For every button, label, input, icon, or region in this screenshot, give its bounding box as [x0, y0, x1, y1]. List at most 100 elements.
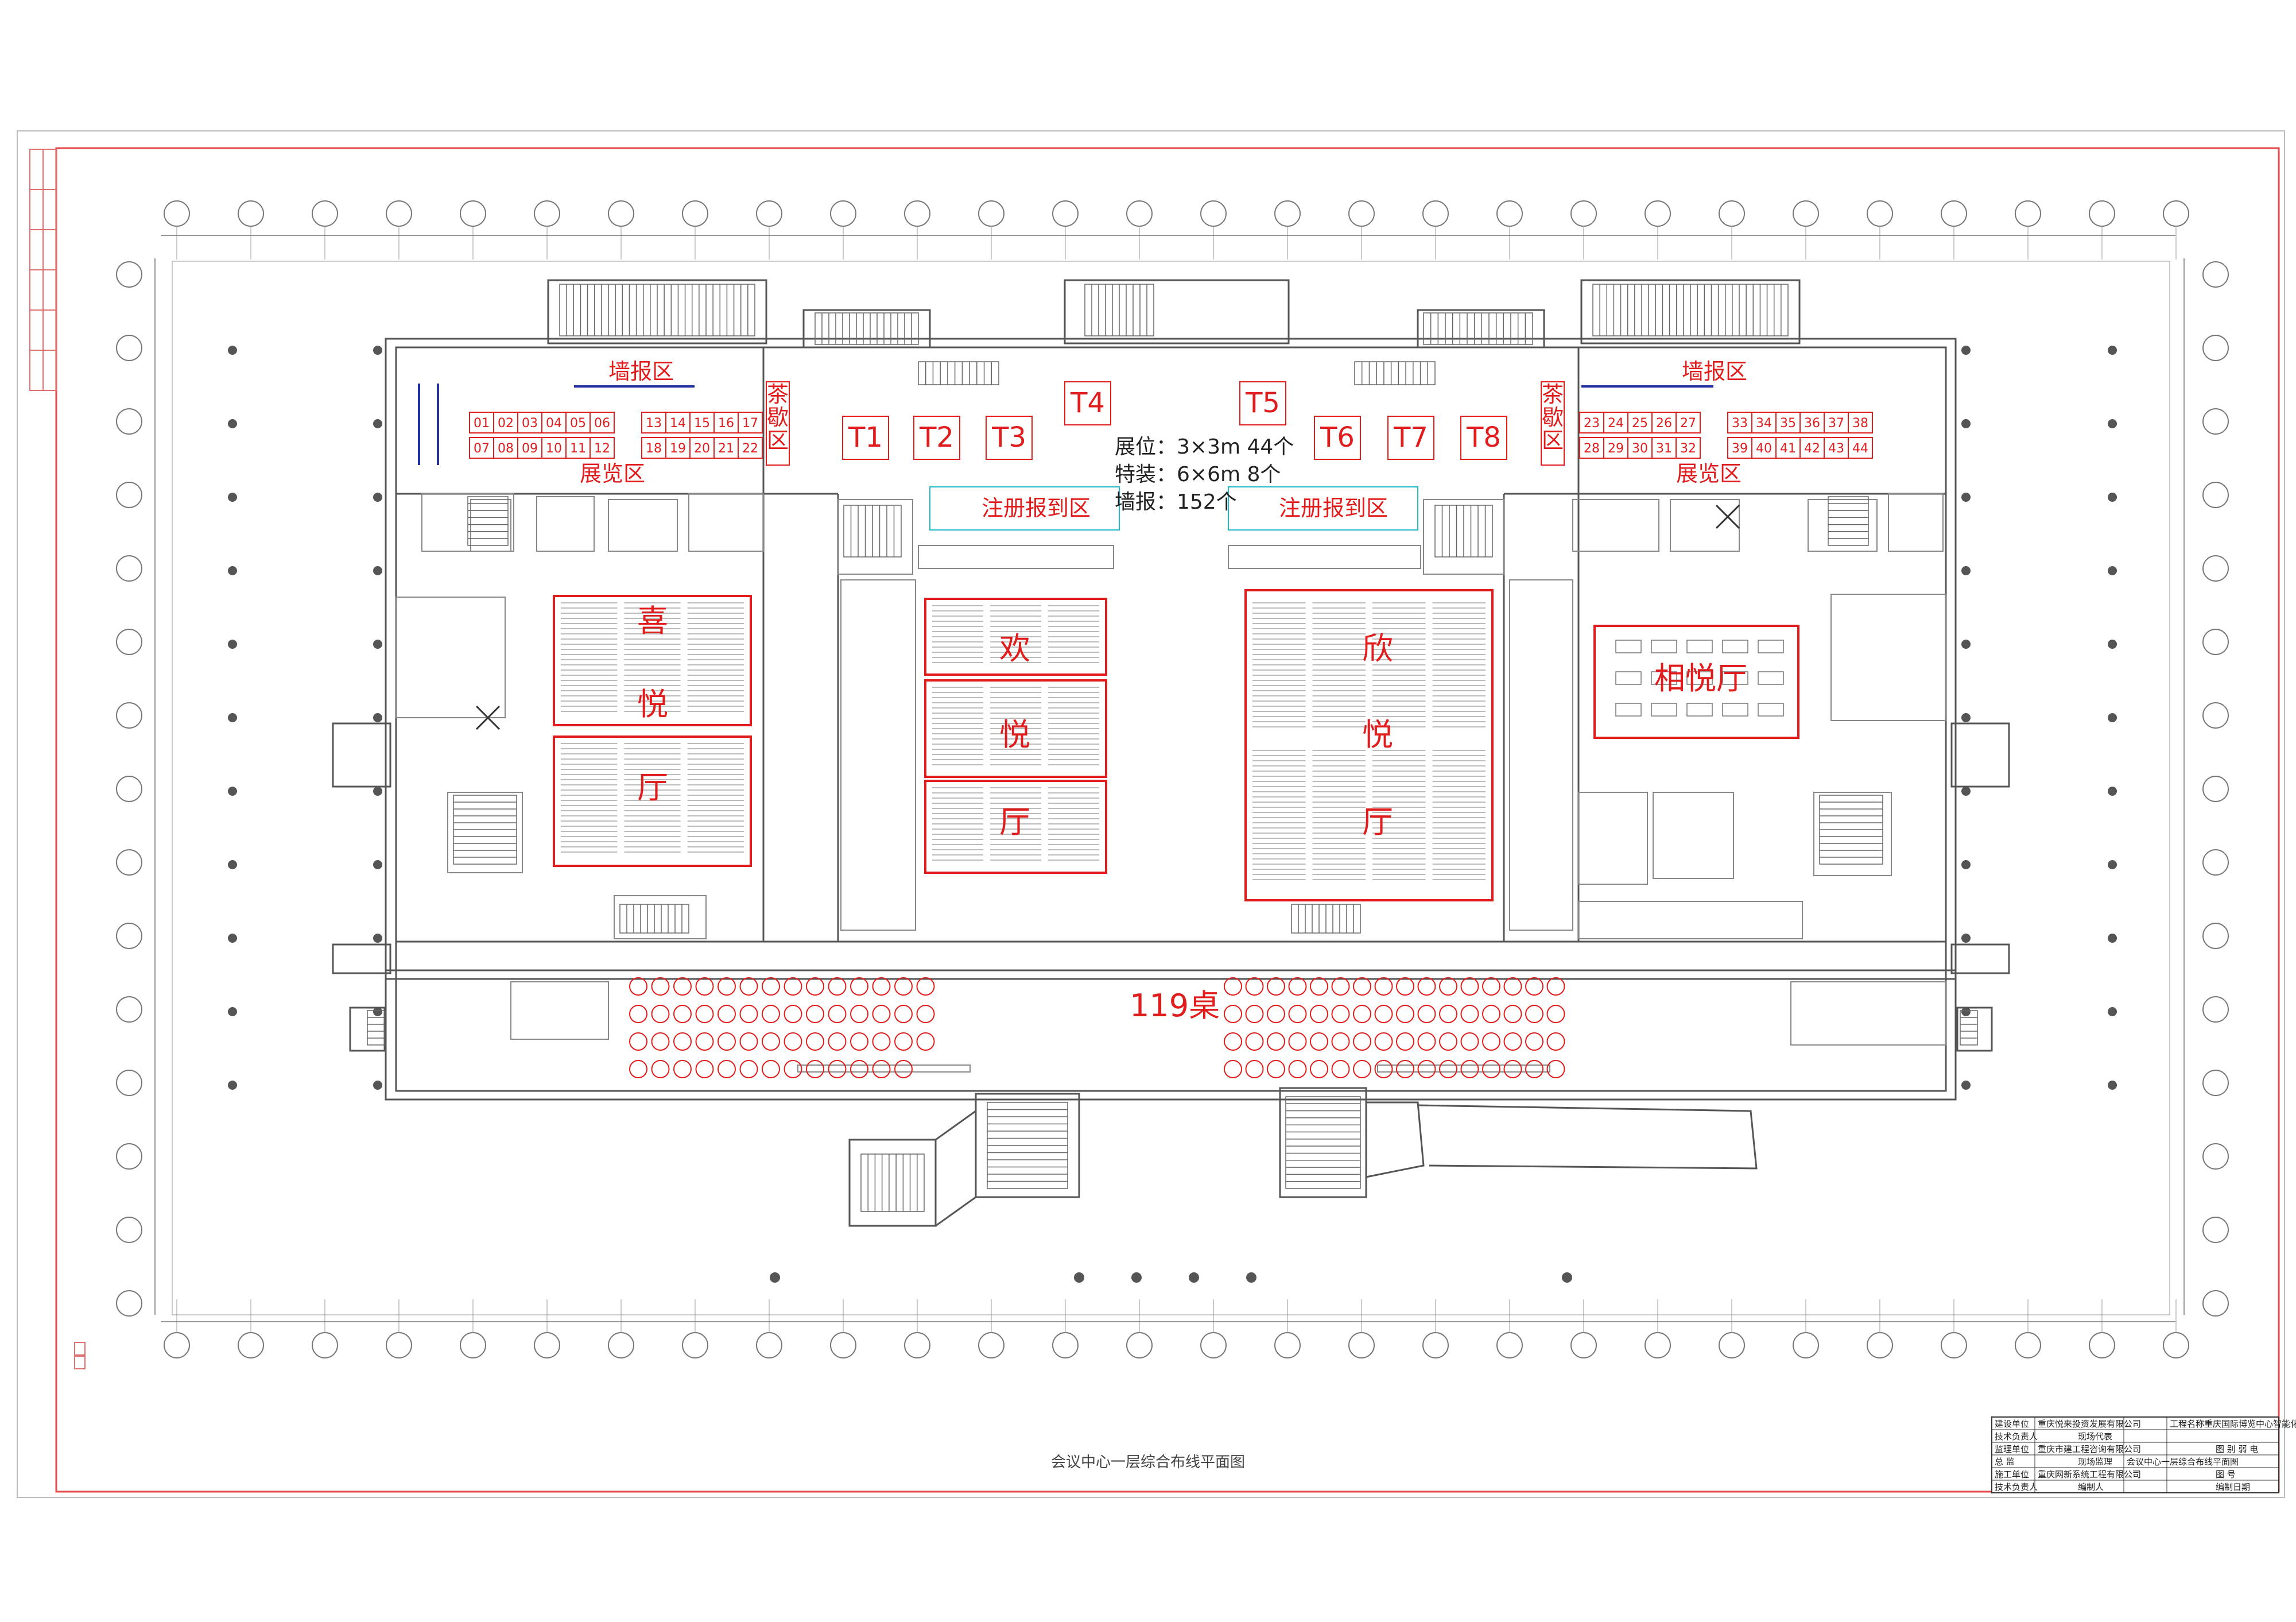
binding-margin — [29, 149, 86, 1369]
column — [2108, 640, 2117, 649]
grid-bubble — [534, 1332, 560, 1358]
stair-box — [1354, 361, 1436, 385]
banquet-table — [806, 1032, 824, 1051]
grid-bubble — [830, 200, 856, 227]
meeting-table — [1686, 671, 1713, 685]
banquet-table — [850, 1060, 868, 1078]
booth — [1676, 412, 1701, 433]
tea-break-box-left — [766, 381, 790, 466]
booth-number: 35 — [1780, 416, 1796, 431]
booth-number: 31 — [1656, 442, 1672, 456]
banquet-table — [1503, 1005, 1522, 1023]
grid-bubble — [1719, 1332, 1745, 1358]
booth-number: 33 — [1732, 416, 1748, 431]
booth-number: 30 — [1632, 442, 1648, 456]
wall-board-label-left: 墙报区 — [608, 359, 674, 384]
banquet-table — [718, 1032, 736, 1051]
hall-huan-1 — [924, 598, 1107, 676]
x-markers — [475, 504, 1740, 730]
tea-break-box-right — [1541, 381, 1565, 466]
structural-columns — [228, 346, 2117, 1283]
halls — [553, 589, 1799, 901]
hall-huan-char-3: 厅 — [999, 804, 1030, 840]
grid-bubble — [830, 1332, 856, 1358]
interior-rooms — [395, 493, 1946, 1073]
tb-r4-c2: 现场监理 — [2078, 1457, 2112, 1467]
booth-number: 41 — [1780, 442, 1796, 456]
stairwells — [367, 284, 1978, 1212]
banquet-table — [1460, 977, 1479, 996]
banquet-table — [1331, 1005, 1350, 1023]
column — [2108, 787, 2117, 796]
grid-axis-top — [164, 200, 2189, 260]
exhibit-label-left: 展览区 — [580, 461, 645, 486]
column — [1961, 566, 1971, 575]
meeting-table — [1758, 703, 1784, 717]
tb-r2-c2: 现场代表 — [2078, 1431, 2112, 1442]
booth-number: 20 — [694, 442, 710, 456]
banquet-table — [828, 1032, 847, 1051]
grid-bubble — [116, 261, 142, 288]
booth-number: 07 — [474, 442, 490, 456]
banquet-table — [872, 1032, 891, 1051]
booth-number: 22 — [742, 442, 758, 456]
hall-xi-char-3: 厅 — [637, 769, 668, 806]
banquet-table — [784, 1060, 802, 1078]
tb-r6-c1: 技术负责人 — [1995, 1482, 2038, 1492]
special-booth-box — [1387, 416, 1434, 460]
title-block: 建设单位 重庆悦来投资发展有限公司 工程名称 重庆国际博览中心智能化 技术负责人… — [1991, 1416, 2296, 1493]
banquet-table — [1396, 977, 1414, 996]
column — [1189, 1272, 1199, 1283]
grid-bubble — [1052, 1332, 1079, 1358]
booth-number: 27 — [1680, 416, 1696, 431]
meeting-table — [1722, 671, 1748, 685]
banquet-table — [1417, 977, 1436, 996]
banquet-table — [1224, 1060, 1242, 1078]
grid-bubble — [1867, 200, 1893, 227]
banquet-table — [1525, 1005, 1543, 1023]
stair-box — [367, 1010, 385, 1046]
booth-number: 06 — [594, 416, 610, 431]
column — [228, 640, 237, 649]
grid-bubble — [1867, 1332, 1893, 1358]
grid-bubble — [2202, 482, 2229, 508]
grid-bubble — [2202, 702, 2229, 729]
grid-bubble — [116, 482, 142, 508]
tb-r2-c1: 技术负责人 — [1995, 1431, 2038, 1442]
stair-box — [1828, 496, 1869, 546]
column — [1961, 787, 1971, 796]
hall-xin-char-1: 欣 — [1362, 630, 1393, 667]
booth-number: 03 — [522, 416, 538, 431]
banquet-table — [1224, 977, 1242, 996]
column — [1961, 934, 1971, 943]
grid-bubble — [2202, 849, 2229, 876]
booth-number: 11 — [570, 442, 586, 456]
tb-r6-c2: 编制人 — [2078, 1482, 2104, 1492]
banquet-table — [1525, 1060, 1543, 1078]
grid-bubble — [2202, 1290, 2229, 1317]
grid-bubble — [904, 1332, 930, 1358]
stair-box — [467, 496, 509, 546]
exhibit-label-right: 展览区 — [1676, 461, 1742, 486]
booth-number: 21 — [718, 442, 734, 456]
hall-xin-char-3: 厅 — [1362, 804, 1393, 840]
banquet-table — [1482, 1005, 1500, 1023]
registration-label-left: 注册报到区 — [982, 495, 1091, 521]
hall-huan-3 — [924, 780, 1107, 874]
banquet-table — [1374, 1005, 1393, 1023]
column — [228, 934, 237, 943]
special-booth-box — [1239, 381, 1286, 425]
banquet-table — [673, 1005, 692, 1023]
banquet-table — [762, 1005, 780, 1023]
banquet-table — [784, 1005, 802, 1023]
grid-bubble — [2202, 1217, 2229, 1243]
hall-huan-char-2: 悦 — [999, 717, 1030, 753]
column — [373, 640, 382, 649]
grid-bubble — [116, 408, 142, 435]
grid-bubble — [1793, 200, 1819, 227]
special-booth-box — [842, 416, 889, 460]
booth-number: 02 — [498, 416, 514, 431]
grid-bubble — [1645, 200, 1671, 227]
banquet-table — [806, 977, 824, 996]
banquet-table — [1417, 1060, 1436, 1078]
